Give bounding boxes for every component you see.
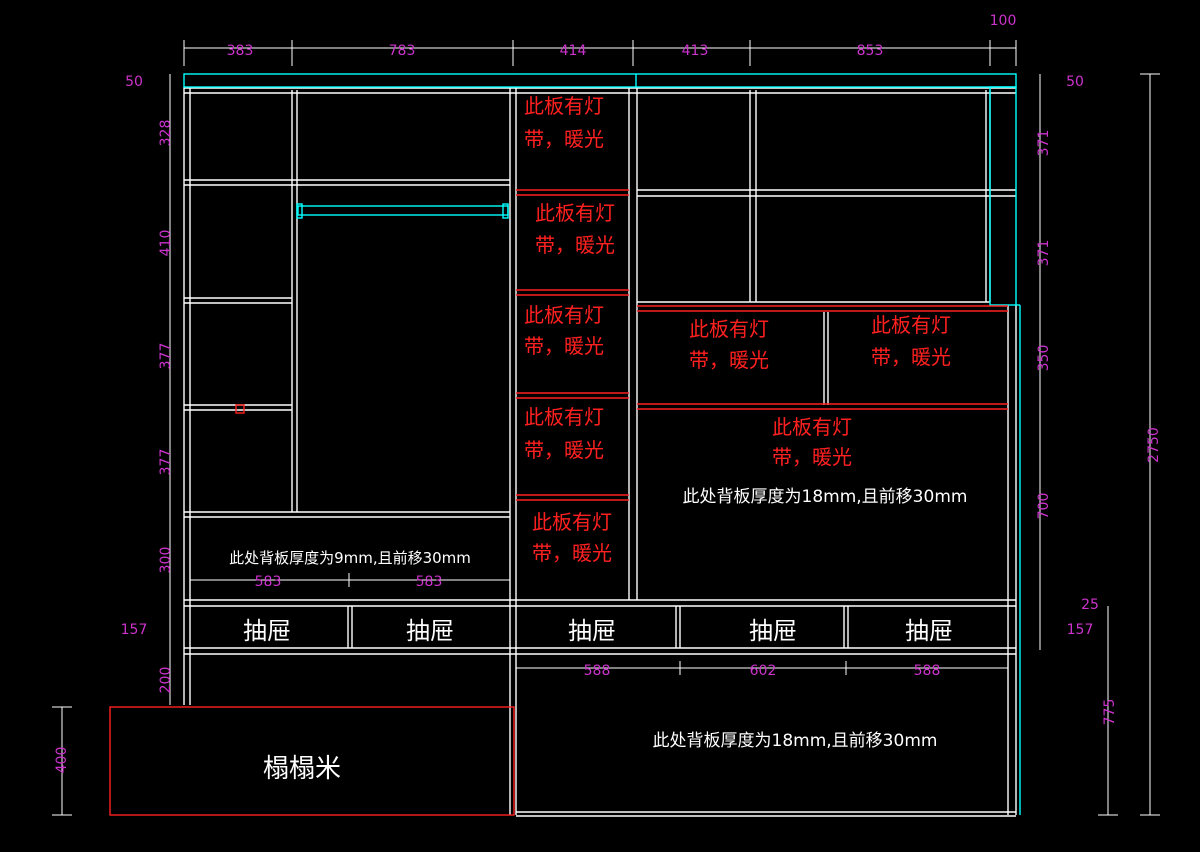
dim-right-3: 371	[1036, 240, 1052, 267]
dimension-lines	[52, 40, 1160, 816]
cyan-elements	[183, 73, 1021, 815]
light-note-1-l2: 带，暖光	[524, 127, 604, 151]
dim-top-5: 853	[857, 43, 884, 59]
dim-left-6: 300	[158, 547, 174, 574]
dim-left-5: 377	[158, 449, 174, 476]
light-note-8-l1: 此板有灯	[772, 415, 852, 439]
dim-top-3: 414	[560, 43, 587, 59]
side-panel	[989, 86, 1017, 306]
dim-right-1: 50	[1066, 74, 1084, 90]
dim-top-1: 383	[227, 43, 254, 59]
dim-bottom-right: 775	[1102, 699, 1118, 726]
dim-lower-right-1: 588	[584, 663, 611, 679]
light-notes: 此板有灯 带，暖光 此板有灯 带，暖光 此板有灯 带，暖光 此板有灯 带，暖光 …	[524, 94, 951, 565]
light-note-7-l1: 此板有灯	[871, 313, 951, 337]
dim-left-4: 377	[158, 343, 174, 370]
dim-right-5: 700	[1036, 493, 1052, 520]
drawer-label-1: 抽屉	[243, 617, 291, 645]
dim-top-4: 413	[682, 43, 709, 59]
cabinet-structure	[183, 87, 1017, 817]
dim-right-4: 350	[1036, 345, 1052, 372]
dim-lower-right-3: 588	[914, 663, 941, 679]
dim-total-height: 2750	[1146, 427, 1162, 463]
light-note-3-l1: 此板有灯	[524, 303, 604, 327]
tatami-label: 榻榻米	[263, 754, 341, 784]
drawer-label-3: 抽屉	[568, 617, 616, 645]
back-panel-note-right: 此处背板厚度为18mm,且前移30mm	[683, 487, 968, 507]
light-note-4-l1: 此板有灯	[524, 405, 604, 429]
dim-right-7: 157	[1067, 622, 1094, 638]
dim-left-7: 157	[121, 622, 148, 638]
dim-lower-left-1: 583	[255, 574, 282, 590]
top-panel	[183, 73, 1017, 88]
light-note-8-l2: 带，暖光	[772, 445, 852, 469]
dimension-texts: 383 783 414 413 853 100 50 328 410 377 3…	[54, 13, 1162, 773]
light-note-5-l2: 带，暖光	[532, 541, 612, 565]
small-marker	[235, 404, 245, 414]
light-note-1-l1: 此板有灯	[524, 94, 604, 118]
light-note-2-l2: 带，暖光	[535, 233, 615, 257]
dim-right-6: 25	[1081, 597, 1099, 613]
dim-top-extra: 100	[990, 13, 1017, 29]
light-strip-shelves	[109, 189, 1008, 816]
dim-left-8: 200	[158, 667, 174, 694]
tatami-box	[109, 706, 515, 816]
light-note-6-l2: 带，暖光	[689, 348, 769, 372]
dim-left-3: 410	[158, 230, 174, 257]
light-note-5-l1: 此板有灯	[532, 510, 612, 534]
dim-tatami-height: 400	[54, 747, 70, 774]
dim-left-1: 50	[125, 74, 143, 90]
dim-right-2: 371	[1036, 130, 1052, 157]
light-note-2-l1: 此板有灯	[535, 201, 615, 225]
back-panel-note-bottom: 此处背板厚度为18mm,且前移30mm	[653, 731, 938, 751]
back-panel-note-left: 此处背板厚度为9mm,且前移30mm	[229, 549, 471, 567]
drawer-label-2: 抽屉	[406, 617, 454, 645]
drawer-label-4: 抽屉	[749, 617, 797, 645]
light-note-3-l2: 带，暖光	[524, 334, 604, 358]
dim-left-2: 328	[158, 120, 174, 147]
light-note-4-l2: 带，暖光	[524, 438, 604, 462]
light-note-6-l1: 此板有灯	[689, 317, 769, 341]
dim-lower-right-2: 602	[750, 663, 777, 679]
drawer-label-5: 抽屉	[905, 617, 953, 645]
white-labels: 抽屉 抽屉 抽屉 抽屉 抽屉 榻榻米 此处背板厚度为9mm,且前移30mm 此处…	[229, 487, 967, 784]
light-note-7-l2: 带，暖光	[871, 345, 951, 369]
dim-lower-left-2: 583	[416, 574, 443, 590]
dim-top-2: 783	[389, 43, 416, 59]
